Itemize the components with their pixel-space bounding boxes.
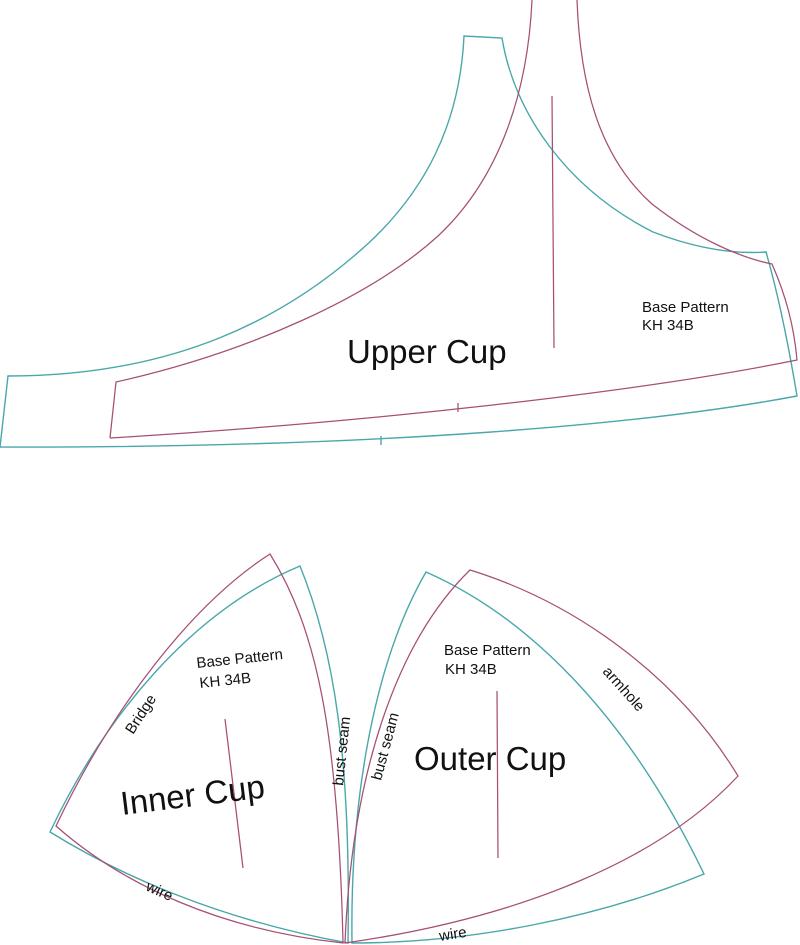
- inner-cup-piece: Inner Cup Base Pattern KH 34B Bridge bus…: [49, 553, 354, 944]
- inner-cup-bridge-label: Bridge: [122, 692, 160, 738]
- inner-cup-title: Inner Cup: [118, 768, 266, 822]
- outer-cup-base-pattern-label: Base Pattern: [444, 642, 531, 659]
- inner-cup-grainline: [224, 718, 244, 869]
- inner-cup-seam-allowance-outline: [49, 565, 350, 944]
- outer-cup-seam-allowance-outline: [351, 571, 705, 944]
- outer-cup-title: Outer Cup: [414, 740, 566, 777]
- inner-cup-pattern-outline: [55, 553, 344, 944]
- upper-cup-base-pattern-label: Base Pattern: [642, 299, 729, 316]
- outer-cup-size-label: KH 34B: [445, 661, 497, 678]
- outer-cup-piece: Outer Cup Base Pattern KH 34B bust seam …: [344, 569, 739, 945]
- outer-cup-pattern-outline: [344, 569, 739, 944]
- upper-cup-pattern-outline: [109, 0, 798, 439]
- outer-cup-wire-label: wire: [437, 924, 468, 945]
- upper-cup-piece: Upper Cup Base Pattern KH 34B: [0, 0, 798, 448]
- upper-cup-title: Upper Cup: [347, 333, 507, 370]
- inner-cup-size-label: KH 34B: [199, 670, 252, 692]
- outer-cup-grainline: [496, 690, 499, 859]
- outer-cup-armhole-label: armhole: [599, 663, 648, 715]
- inner-cup-base-pattern-label: Base Pattern: [196, 646, 284, 672]
- inner-cup-bust-seam-label: bust seam: [330, 716, 354, 787]
- inner-cup-wire-label: wire: [142, 878, 175, 905]
- upper-cup-seam-allowance-outline: [0, 35, 798, 448]
- upper-cup-size-label: KH 34B: [642, 317, 694, 334]
- upper-cup-grainline: [551, 95, 555, 349]
